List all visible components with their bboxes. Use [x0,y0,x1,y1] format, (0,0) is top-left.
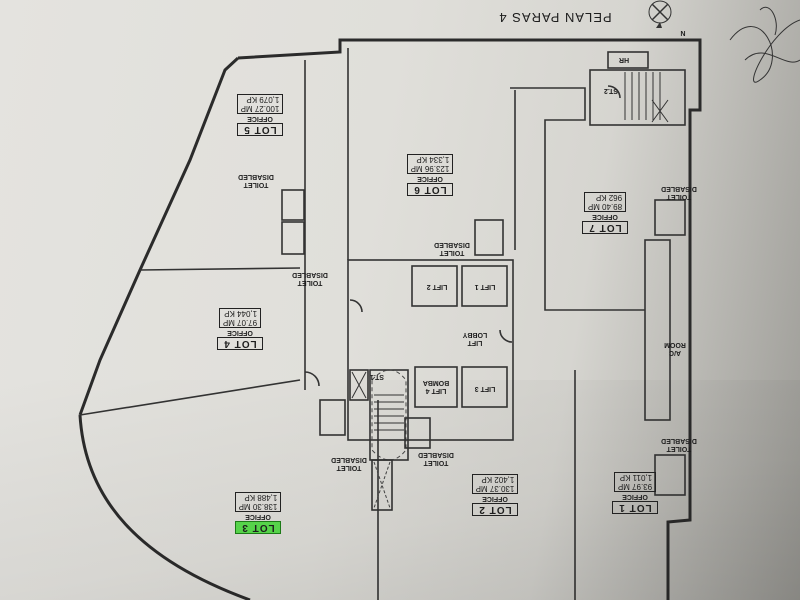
stair-1-outline [369,369,409,461]
outer-wall-curved [78,414,251,600]
lot-6-use: OFFICE [417,175,443,182]
ac-room-outline [644,239,671,421]
lot-4-use: OFFICE [227,329,253,336]
lift-2-label: LIFT 2 [426,283,448,290]
lot-4-label: LOT 4 OFFICE 97.07 MP 1,044 KP [205,306,275,354]
north-arrow-icon [648,0,672,28]
hose-reel-room [607,51,649,69]
lot-6-badge[interactable]: LOT 6 [407,183,453,196]
hose-reel-label: HR [618,56,630,63]
lot-6-area: 123.96 MP 1,334 KP [406,154,454,174]
lot-4-area: 97.07 MP 1,044 KP [218,308,262,328]
drawing-title: PELAN PARAS 4 [498,10,612,25]
lot-6-label: LOT 6 OFFICE 123.96 MP 1,334 KP [395,152,465,200]
lot-1-area: 93.97 MP 1,011 KP [613,472,657,492]
lot-7-area: 89.40 MP 962 KP [583,192,627,212]
stair-1-label: ST.1 [370,373,385,380]
lot-1-badge[interactable]: LOT 1 [612,501,658,514]
wall-lot5-lot4 [139,267,301,271]
lot-5-area: 100.27 MP 1,079 KP [236,94,284,114]
riser-duct [349,369,369,401]
lot-1-label: LOT 1 OFFICE 93.97 MP 1,011 KP [600,470,670,518]
signature-mark [729,7,800,83]
lot-2-badge[interactable]: LOT 2 [472,503,518,516]
lot-2-area: 130.37 MP 1,402 KP [471,474,519,494]
lot-3-area: 138.30 MP 1,488 KP [234,492,282,512]
lot-2-use: OFFICE [482,495,508,502]
outer-wall-right [237,38,702,600]
lot-2-label: LOT 2 OFFICE 130.37 MP 1,402 KP [460,472,530,520]
lift-1-label: LIFT 1 [474,283,496,290]
stair-2-outline [589,69,686,126]
lot-5-label: LOT 5 OFFICE 100.27 MP 1,079 KP [225,92,295,140]
lot-7-label: LOT 7 OFFICE 89.40 MP 962 KP [570,190,640,238]
outer-wall-diagonal [78,56,240,416]
lot-4-badge[interactable]: LOT 4 [217,337,263,350]
lot-1-use: OFFICE [622,493,648,500]
lift-1-shaft [461,265,508,307]
lot-3-label: LOT 3 OFFICE 138.30 MP 1,488 KP [222,490,294,538]
stair-2-label: ST.2 [604,87,619,94]
lot-3-badge[interactable]: LOT 3 [235,521,281,534]
lift-3-label: LIFT 3 [474,385,496,392]
lift-4-shaft [414,366,458,408]
lot-5-use: OFFICE [247,115,273,122]
wall-lot4-lot3 [79,379,301,416]
lot-7-use: OFFICE [592,213,618,220]
lift-2-shaft [411,265,458,307]
lot-3-use: OFFICE [245,513,271,520]
lot-7-badge[interactable]: LOT 7 [582,221,628,234]
north-label: N [680,29,686,36]
wall-lot7 [510,87,645,311]
lot-5-badge[interactable]: LOT 5 [237,123,283,136]
lift-3-shaft [461,366,508,408]
